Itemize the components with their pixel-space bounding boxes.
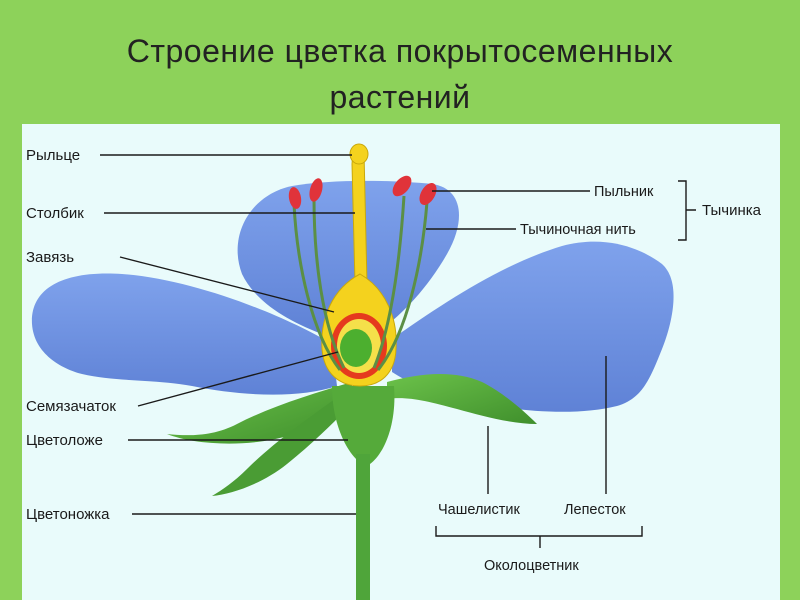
filament-3 <box>372 195 406 369</box>
petal-right <box>392 241 674 412</box>
label-style: Столбик <box>26 205 84 222</box>
label-ovule: Семязачаток <box>26 398 116 415</box>
sepal-right <box>387 374 537 424</box>
label-petal: Лепесток <box>564 502 626 518</box>
sepal-left-lower <box>212 394 347 496</box>
anther-2 <box>309 178 323 202</box>
receptacle <box>332 386 395 464</box>
label-receptacle: Цветоложе <box>26 432 103 449</box>
leader-ovule <box>137 351 339 407</box>
leader-ovary <box>119 256 335 313</box>
title-line-2: растений <box>329 79 471 115</box>
label-stamen: Тычинка <box>702 202 762 219</box>
label-anther: Пыльник <box>594 184 654 200</box>
filament-2 <box>312 197 346 369</box>
bracket-perianth <box>435 526 643 548</box>
filament-1 <box>292 203 342 371</box>
flower-diagram: Рыльце Столбик Завязь Семязачаток Цветол… <box>26 143 762 600</box>
pistil-style <box>351 149 368 285</box>
anther-4 <box>419 183 437 205</box>
filament-4 <box>376 201 429 371</box>
ovule <box>340 329 372 367</box>
petal-left <box>31 273 337 395</box>
bracket-stamen <box>678 180 696 241</box>
title-line-1: Строение цветка покрытосеменных <box>126 33 674 69</box>
label-stigma: Рыльце <box>26 147 80 164</box>
label-sepal: Чашелистик <box>438 502 520 518</box>
pedicel <box>356 454 370 600</box>
anther-1 <box>288 187 302 209</box>
slide-title: Строение цветка покрытосеменных растений <box>0 28 800 120</box>
diagram-panel: Рыльце Столбик Завязь Семязачаток Цветол… <box>22 124 780 600</box>
label-perianth: Околоцветник <box>484 558 579 574</box>
pistil-stigma <box>349 143 369 165</box>
label-ovary: Завязь <box>26 249 74 266</box>
label-pedicel: Цветоножка <box>26 506 110 523</box>
anther-3 <box>392 175 412 197</box>
label-filament: Тычиночная нить <box>520 222 636 238</box>
